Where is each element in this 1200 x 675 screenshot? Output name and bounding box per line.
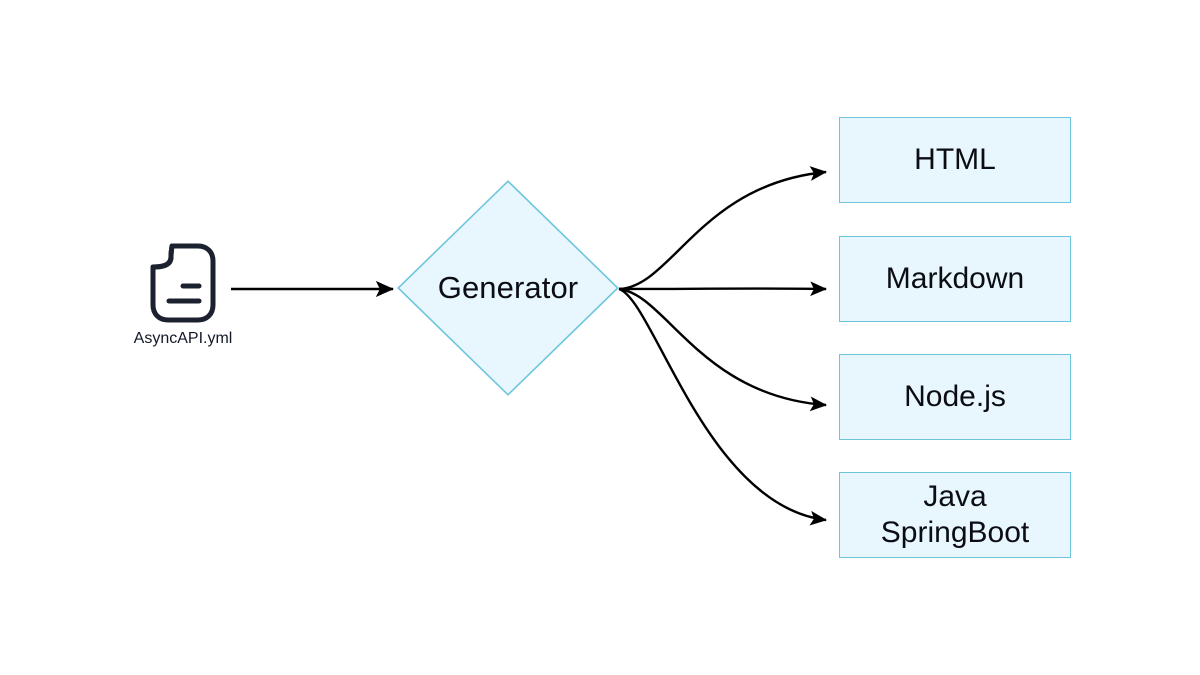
edge-generator-to-html (618, 166, 828, 291)
output-box-label: Java SpringBoot (880, 480, 1030, 549)
output-box-java-springboot[interactable]: Java SpringBoot (839, 472, 1071, 558)
generator-node[interactable]: Generator (397, 180, 619, 396)
generator-label: Generator (437, 270, 579, 305)
source-node[interactable]: AsyncAPI.yml (123, 243, 243, 355)
output-box-html[interactable]: HTML (839, 117, 1071, 203)
document-file-icon (150, 243, 216, 323)
source-node-label: AsyncAPI.yml (133, 330, 233, 347)
output-box-label: Markdown (885, 262, 1025, 295)
output-box-label: Node.js (904, 380, 1006, 413)
edge-generator-to-nodejs (618, 287, 828, 412)
edge-generator-to-java-springboot (618, 287, 828, 526)
output-box-markdown[interactable]: Markdown (839, 236, 1071, 322)
output-box-nodejs[interactable]: Node.js (839, 354, 1071, 440)
output-box-label: HTML (914, 143, 996, 176)
diamond-shape (397, 180, 619, 396)
